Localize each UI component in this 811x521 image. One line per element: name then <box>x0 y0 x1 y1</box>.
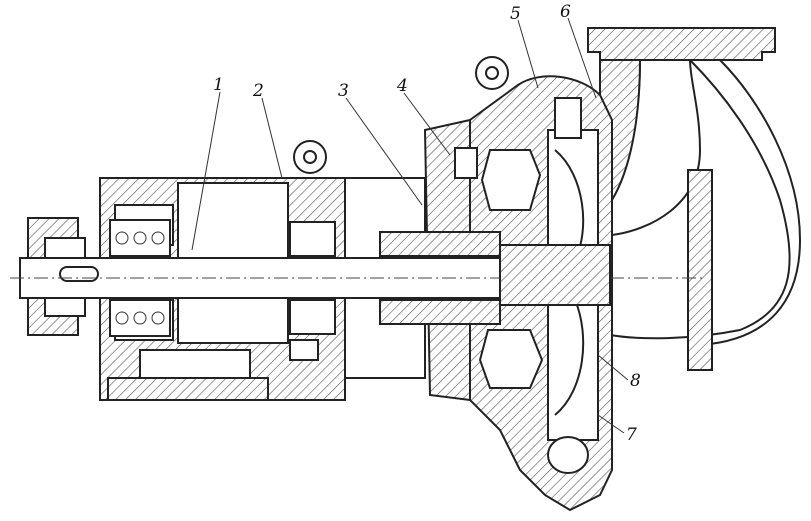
callout-1: 1 <box>213 75 224 95</box>
callout-5: 5 <box>510 4 521 24</box>
lifting-eye-bolts <box>293 56 509 174</box>
ball-bearings <box>109 219 336 337</box>
callout-6: 6 <box>560 2 571 22</box>
callout-labels: 1 2 3 4 5 6 8 7 <box>213 2 641 445</box>
callout-3: 3 <box>338 81 349 101</box>
shaft-seal <box>379 231 501 325</box>
callout-8: 8 <box>630 371 641 391</box>
callout-4: 4 <box>396 76 408 96</box>
callout-leaders <box>191 17 629 434</box>
callout-2: 2 <box>252 81 264 101</box>
callout-7: 7 <box>626 425 637 445</box>
discharge-elbow <box>587 27 801 371</box>
pump-shaft <box>10 244 705 306</box>
